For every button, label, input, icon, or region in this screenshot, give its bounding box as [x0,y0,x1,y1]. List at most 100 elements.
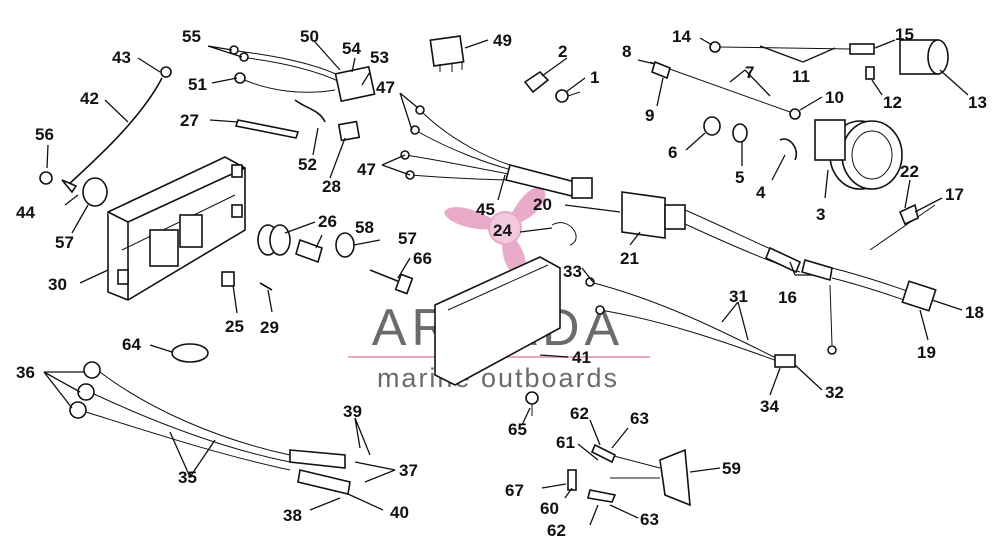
relay-harness [229,45,376,103]
main-harness [400,105,593,199]
callout-16: 16 [778,288,797,307]
callout-66: 66 [413,249,432,268]
callout-3: 3 [816,205,825,224]
connector-28 [337,120,361,142]
relay-49 [429,35,465,72]
callout-52: 52 [298,155,317,174]
callout-40: 40 [390,503,409,522]
callout-58: 58 [355,218,374,237]
callout-9: 9 [645,106,654,125]
leader-lines [43,37,969,526]
bulb-5 [732,123,748,143]
spring-clip-4 [779,138,798,161]
callout-26: 26 [318,212,337,231]
callout-60: 60 [540,499,559,518]
lead-wire [829,284,833,346]
washer-57a [82,177,108,207]
callout-21: 21 [620,249,639,268]
terminal-52 [294,99,326,123]
callout-31: 31 [729,287,748,306]
callout-61: 61 [556,433,575,452]
callout-1: 1 [590,68,599,87]
switch-13 [899,39,949,75]
callout-63b: 63 [640,510,659,529]
ground-wire [61,66,172,194]
callout-43: 43 [112,48,131,67]
callout-59: 59 [722,459,741,478]
callout-7: 7 [745,63,754,82]
callout-37: 37 [399,461,418,480]
callout-47a: 47 [376,78,395,97]
pin-12 [865,66,875,80]
callout-5: 5 [735,168,744,187]
callout-63a: 63 [630,409,649,428]
nut-56 [39,171,53,185]
callout-34: 34 [760,397,779,416]
power-pack-box [107,156,246,301]
connector-59 [567,443,691,507]
watermark-tagline: marine outboards [377,363,619,393]
callout-13: 13 [968,93,987,112]
callout-32: 32 [825,383,844,402]
callout-39: 39 [343,402,362,421]
screw-1 [555,89,581,103]
callout-65: 65 [508,420,527,439]
callout-55: 55 [182,27,201,46]
socket-6 [703,116,721,136]
callout-19: 19 [917,343,936,362]
callout-42: 42 [80,89,99,108]
callout-36: 36 [16,363,35,382]
callout-20: 20 [533,195,552,214]
callout-22: 22 [900,162,919,181]
callout-57a: 57 [55,233,74,252]
callout-14: 14 [672,27,691,46]
callout-2: 2 [558,42,567,61]
lead-terminal [827,345,837,355]
callout-67: 67 [505,481,524,500]
callout-8: 8 [622,42,631,61]
callout-53: 53 [370,48,389,67]
callout-56: 56 [35,125,54,144]
callout-18: 18 [965,303,984,322]
rod-27 [234,119,300,139]
connector-plug-21 [621,191,911,303]
callout-51: 51 [188,75,207,94]
callout-12: 12 [883,93,902,112]
callout-15: 15 [895,25,914,44]
callout-54: 54 [342,39,361,58]
callout-29: 29 [260,318,279,337]
callout-57b: 57 [398,229,417,248]
connector-18 [901,280,937,312]
grommet-26 [257,224,291,256]
callout-10: 10 [825,88,844,107]
callout-47b: 47 [357,160,376,179]
bolt-66 [369,269,414,295]
cover-plate-41 [434,256,561,386]
callout-24: 24 [493,221,512,240]
callout-49: 49 [493,31,512,50]
callout-38: 38 [283,506,302,525]
callout-50: 50 [300,27,319,46]
callout-64: 64 [122,335,141,354]
watermark-propeller-icon [444,187,546,275]
callout-44: 44 [16,203,35,222]
callout-27: 27 [180,111,199,130]
callout-17: 17 [945,185,964,204]
callout-11: 11 [792,67,810,86]
wire-17 [869,203,936,251]
callout-28: 28 [322,177,341,196]
gauge-3 [814,119,903,190]
screw-65 [525,391,539,416]
clip-25 [221,271,235,287]
callout-45: 45 [476,200,495,219]
screw-29 [259,282,273,291]
callout-35: 35 [178,468,197,487]
callout-25: 25 [225,317,244,336]
callout-labels: 1 2 3 4 5 6 7 8 9 10 11 12 13 14 15 16 1… [16,25,987,540]
harness-35 [69,361,351,495]
wire-24 [551,222,577,246]
wire-11 [709,41,875,55]
callout-6: 6 [668,143,677,162]
callout-41: 41 [572,348,591,367]
